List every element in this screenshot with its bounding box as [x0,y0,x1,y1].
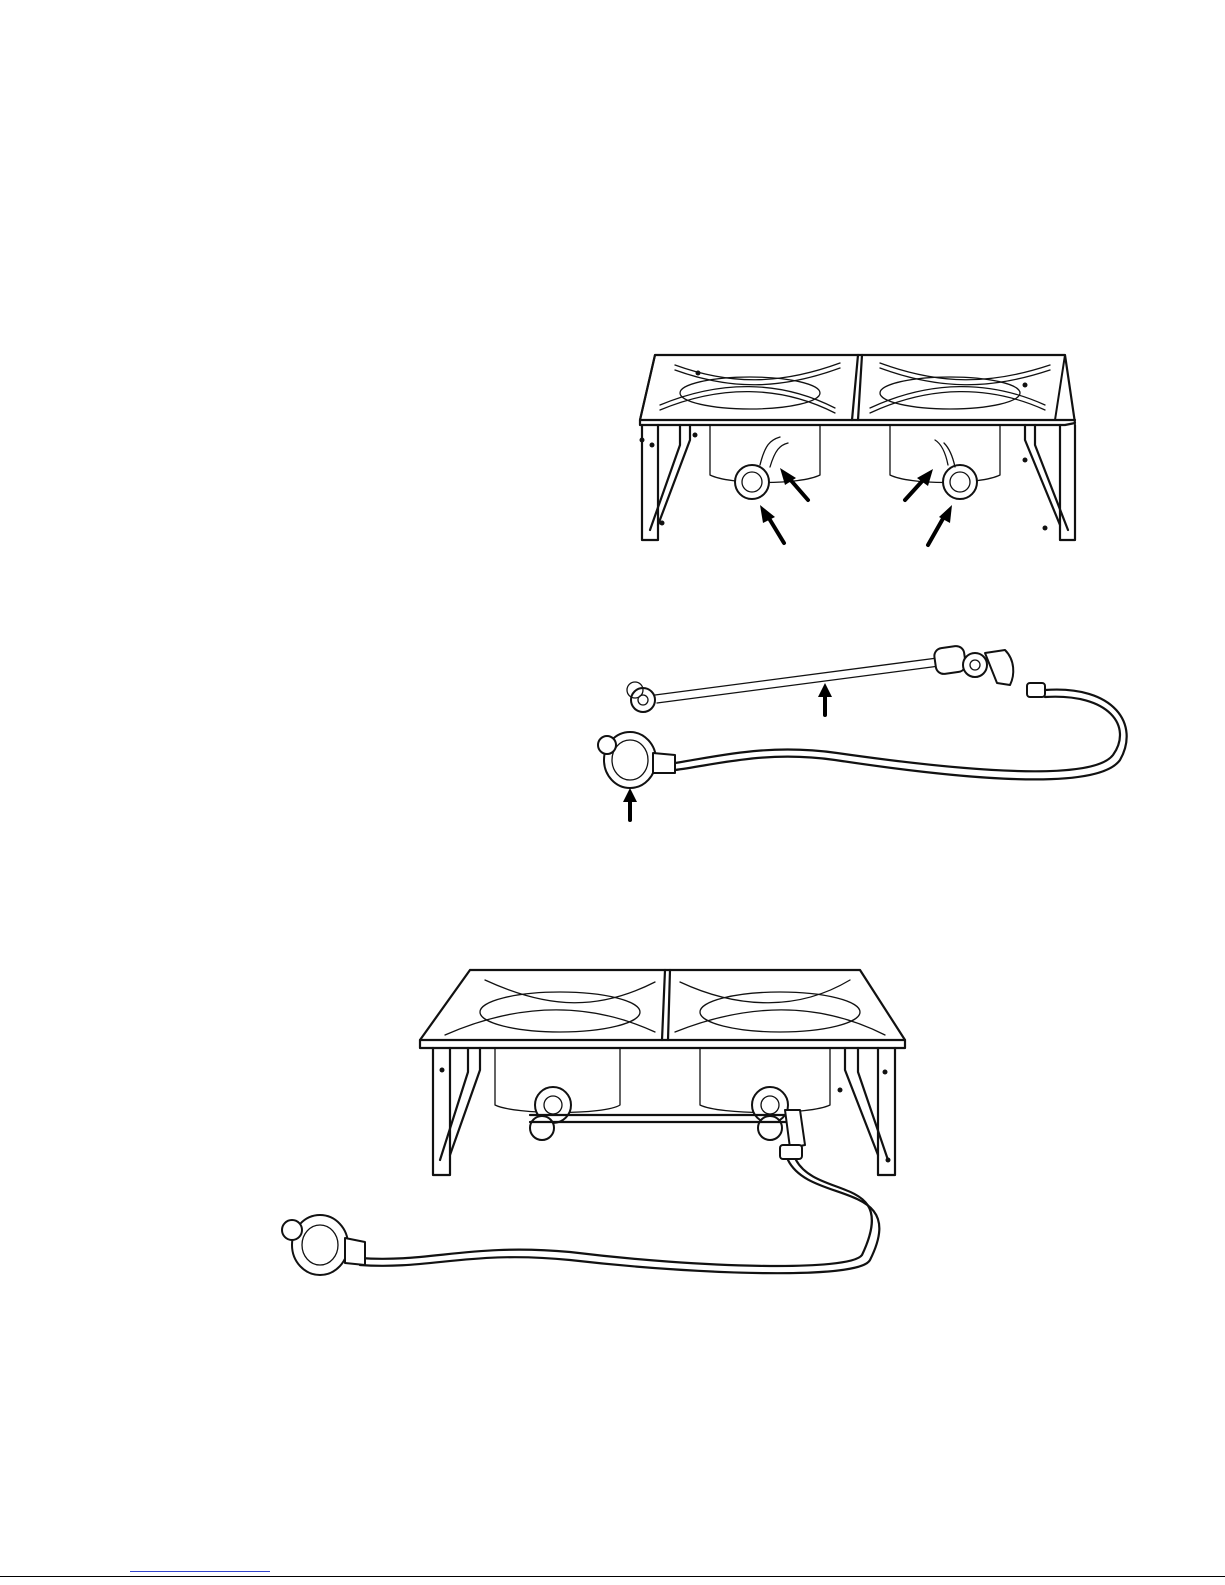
callout-arrow-6 [623,788,637,820]
valve-left [735,465,769,499]
callout-arrow-2 [780,468,808,500]
burner-stand-drawing [630,345,1090,560]
manifold-pipe [627,645,1013,712]
regulator [598,732,675,788]
footer-rule [0,1576,1225,1577]
assembled-stove-figure [270,960,920,1300]
callout-arrow-1 [760,505,784,543]
burner-stand-figure [630,345,1090,560]
callout-arrow-3 [905,469,933,500]
footer-link-underline [130,1571,270,1572]
valve-right [943,465,977,499]
manifold-regulator-drawing [575,635,1150,825]
assembled-stove-drawing [270,960,920,1300]
hose [675,683,1127,779]
callout-arrow-4 [928,505,952,545]
callout-arrow-5 [818,683,832,715]
manifold-regulator-figure [575,635,1150,825]
